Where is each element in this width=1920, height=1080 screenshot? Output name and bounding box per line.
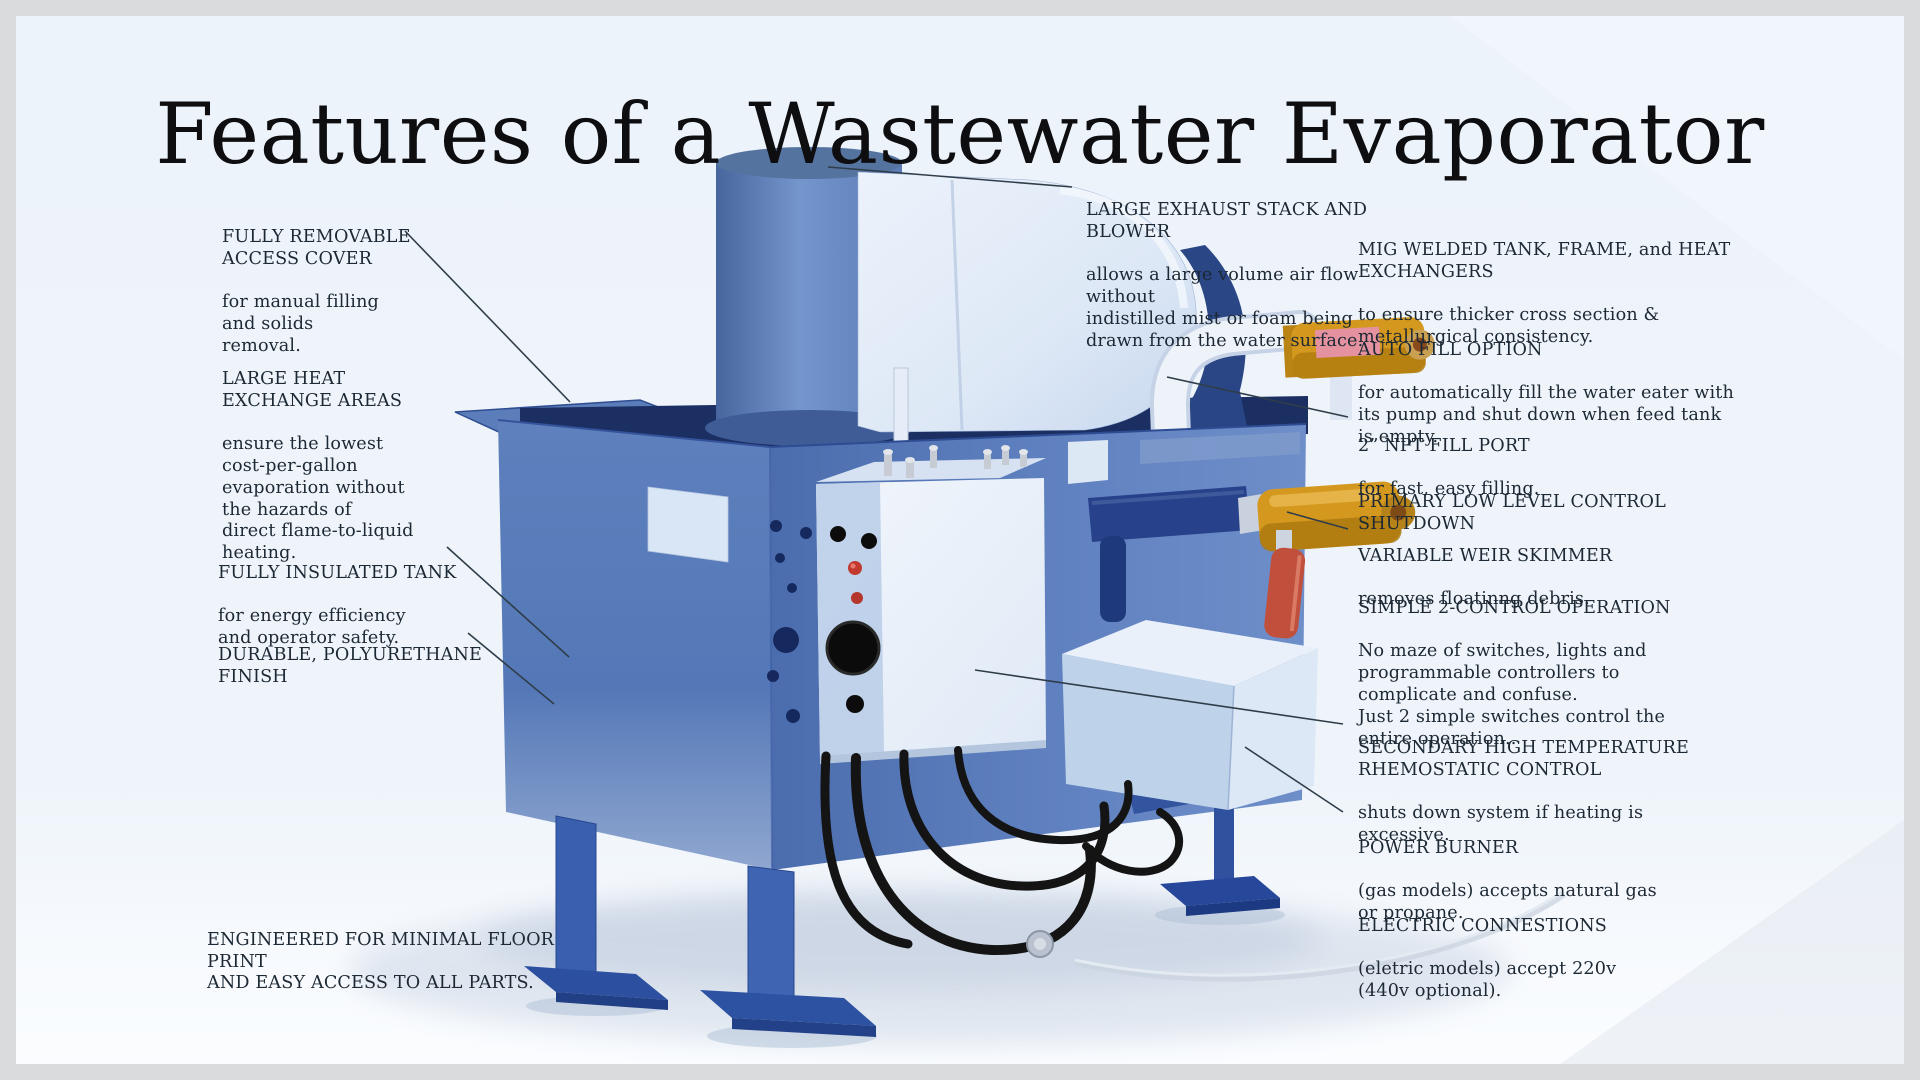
label-two-control: SIMPLE 2-CONTROL OPERATION No maze of sw… [1358, 576, 1778, 772]
control-knobs [825, 526, 881, 713]
label-primary-shutdown: PRIMARY LOW LEVEL CONTROL SHUTDOWN [1358, 470, 1778, 557]
tank-side-panel [1068, 440, 1108, 484]
label-heading: POWER BURNER [1358, 837, 1519, 858]
leader-burner [1244, 746, 1344, 813]
top-studs [883, 445, 1028, 478]
label-heading: DURABLE, POLYURETHANE FINISH [218, 644, 483, 687]
label-exhaust: LARGE EXHAUST STACK AND BLOWER allows a … [1086, 178, 1376, 374]
tank-front-panel [647, 486, 729, 563]
leader-exhaust [827, 166, 1073, 188]
leader-insulated-tank [446, 546, 570, 658]
label-heading: VARIABLE WEIR SKIMMER [1358, 545, 1613, 566]
label-heading: MIG WELDED TANK, FRAME, and HEAT EXCHANG… [1358, 239, 1731, 282]
label-floor-print: ENGINEERED FOR MINIMAL FLOOR PRINT AND E… [207, 908, 607, 1017]
label-heading: 2” NPT FILL PORT [1358, 435, 1530, 456]
leader-skimmer [1286, 511, 1349, 530]
label-access-cover: FULLY REMOVABLE ACCESS COVER for manual … [222, 205, 462, 379]
label-body: removes floatinng debris. [1358, 589, 1590, 610]
label-heading: SIMPLE 2-CONTROL OPERATION [1358, 597, 1671, 618]
label-body: ensure the lowest cost-per-gallon evapor… [222, 434, 414, 564]
leader-lines [404, 166, 1349, 813]
skimmer-stem [1276, 530, 1292, 554]
label-mig-welded: MIG WELDED TANK, FRAME, and HEAT EXCHANG… [1358, 218, 1778, 371]
label-body: (eletric models) accept 220v (440v optio… [1358, 959, 1617, 1002]
label-heading: ELECTRIC CONNESTIONS [1358, 915, 1607, 936]
fill-valve [1282, 317, 1435, 379]
weir-skimmer [1088, 481, 1416, 639]
cables [820, 746, 1183, 956]
label-fill-port: 2” NPT FILL PORT for fast, easy filling. [1358, 414, 1778, 523]
tank-fittings [767, 520, 812, 723]
label-heading: FULLY REMOVABLE ACCESS COVER [222, 226, 411, 269]
label-electric: ELECTRIC CONNESTIONS (eletric models) ac… [1358, 894, 1778, 1025]
floor-corner-band [1560, 820, 1904, 1064]
floor-pipe [1074, 891, 1566, 982]
control-box [816, 445, 1046, 764]
label-secondary-control: SECONDARY HIGH TEMPERATURE RHEMOSTATIC C… [1358, 716, 1778, 869]
drain-bolt-cap [1034, 938, 1046, 950]
label-body: for manual filling and solids removal. [222, 292, 379, 356]
label-heading: LARGE HEAT EXCHANGE AREAS [222, 368, 403, 411]
leader-finish [467, 632, 555, 705]
label-insulated-tank: FULLY INSULATED TANK for energy efficien… [218, 541, 478, 672]
page-title: Features of a Wastewater Evaporator [155, 85, 1765, 184]
label-body: for automatically fill the water eater w… [1358, 383, 1734, 447]
floor-pipe-highlight [1074, 890, 1563, 977]
label-body: for energy efficiency and operator safet… [218, 606, 406, 649]
label-heat-exchange: LARGE HEAT EXCHANGE AREAS ensure the low… [222, 347, 462, 587]
label-finish: DURABLE, POLYURETHANE FINISH [218, 623, 498, 710]
label-power-burner: POWER BURNER (gas models) accepts natura… [1358, 816, 1778, 947]
label-heading: LARGE EXHAUST STACK AND BLOWER [1086, 199, 1368, 242]
label-body: allows a large volume air flow without i… [1086, 265, 1364, 351]
fill-port [1149, 310, 1435, 482]
label-auto-fill: AUTO FILL OPTION for automatically fill … [1358, 318, 1778, 471]
label-weir-skimmer: VARIABLE WEIR SKIMMER removes floatinng … [1358, 524, 1778, 633]
tank-left-face [498, 420, 772, 870]
label-heading: AUTO FILL OPTION [1358, 339, 1543, 360]
legs [524, 737, 1285, 1048]
label-heading: PRIMARY LOW LEVEL CONTROL SHUTDOWN [1358, 491, 1666, 534]
label-heading: ENGINEERED FOR MINIMAL FLOOR PRINT AND E… [207, 929, 555, 994]
light-band [1450, 16, 1904, 360]
tank-shelf [1140, 432, 1300, 464]
valve-label [1315, 326, 1381, 359]
label-body: to ensure thicker cross section & metall… [1358, 305, 1660, 347]
label-body: (gas models) accepts natural gas or prop… [1358, 881, 1657, 924]
skimmer-red-handle [1264, 547, 1306, 639]
evaporator-machine [454, 147, 1566, 1048]
label-body: shuts down system if heating is excessiv… [1358, 803, 1644, 845]
leader-access-cover [404, 230, 571, 403]
label-body: No maze of switches, lights and programm… [1358, 641, 1666, 749]
fill-pipe-stub [1330, 368, 1352, 420]
burner-box [1062, 620, 1318, 811]
label-body: for fast, easy filling. [1358, 479, 1540, 500]
label-heading: FULLY INSULATED TANK [218, 562, 457, 583]
leader-fill-port [1166, 376, 1349, 418]
leader-secondary [974, 669, 1344, 725]
label-heading: SECONDARY HIGH TEMPERATURE RHEMOSTATIC C… [1358, 737, 1689, 780]
